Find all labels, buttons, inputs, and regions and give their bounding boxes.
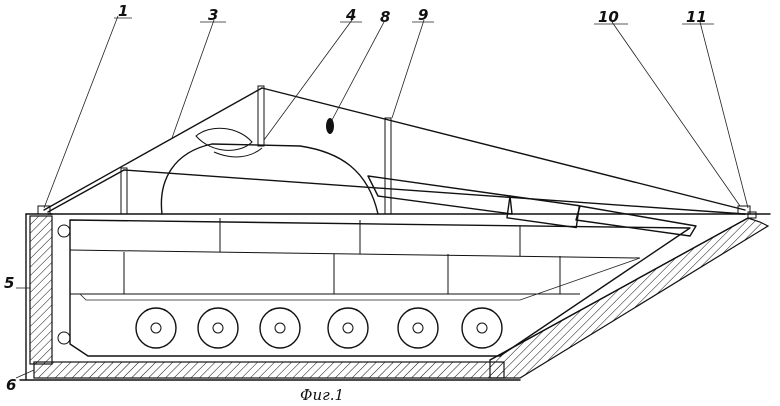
label-6: 6	[6, 376, 16, 394]
hatch-cupola	[195, 127, 253, 151]
vehicle-gun	[367, 175, 697, 237]
label-11: 11	[686, 8, 707, 26]
wheel	[135, 307, 177, 349]
post-left	[120, 167, 128, 215]
anchors	[37, 205, 757, 219]
vehicle-turret	[160, 127, 379, 215]
post-right	[384, 117, 392, 215]
wheel	[397, 307, 439, 349]
trench-floor	[33, 361, 505, 379]
anchor-right-small	[747, 211, 757, 219]
left-trench-wall	[25, 213, 71, 381]
camouflage-net-lines	[43, 87, 746, 215]
label-8: 8	[380, 8, 390, 26]
wheel	[259, 307, 301, 349]
label-3: 3	[208, 6, 218, 24]
vehicle-hull	[69, 218, 691, 357]
leader-lines	[15, 15, 749, 379]
anchor-right	[737, 205, 751, 215]
label-4: 4	[345, 6, 356, 24]
gun-muzzle-sleeve	[506, 195, 581, 229]
pulley-bottom-left	[57, 331, 71, 345]
figure-caption: Фиг.1	[300, 386, 344, 404]
label-5: 5	[4, 274, 14, 292]
sensor-mark	[326, 118, 334, 134]
wheel	[197, 307, 239, 349]
wheel	[461, 307, 503, 349]
wheel	[327, 307, 369, 349]
label-10: 10	[598, 8, 619, 26]
support-posts	[120, 85, 392, 215]
ground-surface	[19, 213, 771, 381]
pulley-top-left	[57, 224, 71, 238]
label-1: 1	[118, 2, 128, 20]
anchor-left	[37, 205, 51, 215]
road-wheels	[135, 307, 503, 349]
label-9: 9	[418, 6, 428, 24]
entry-ramp	[489, 217, 770, 379]
callout-labels: 1 3 4 8 9 10 11 5 6	[4, 2, 714, 394]
post-center	[257, 85, 265, 147]
